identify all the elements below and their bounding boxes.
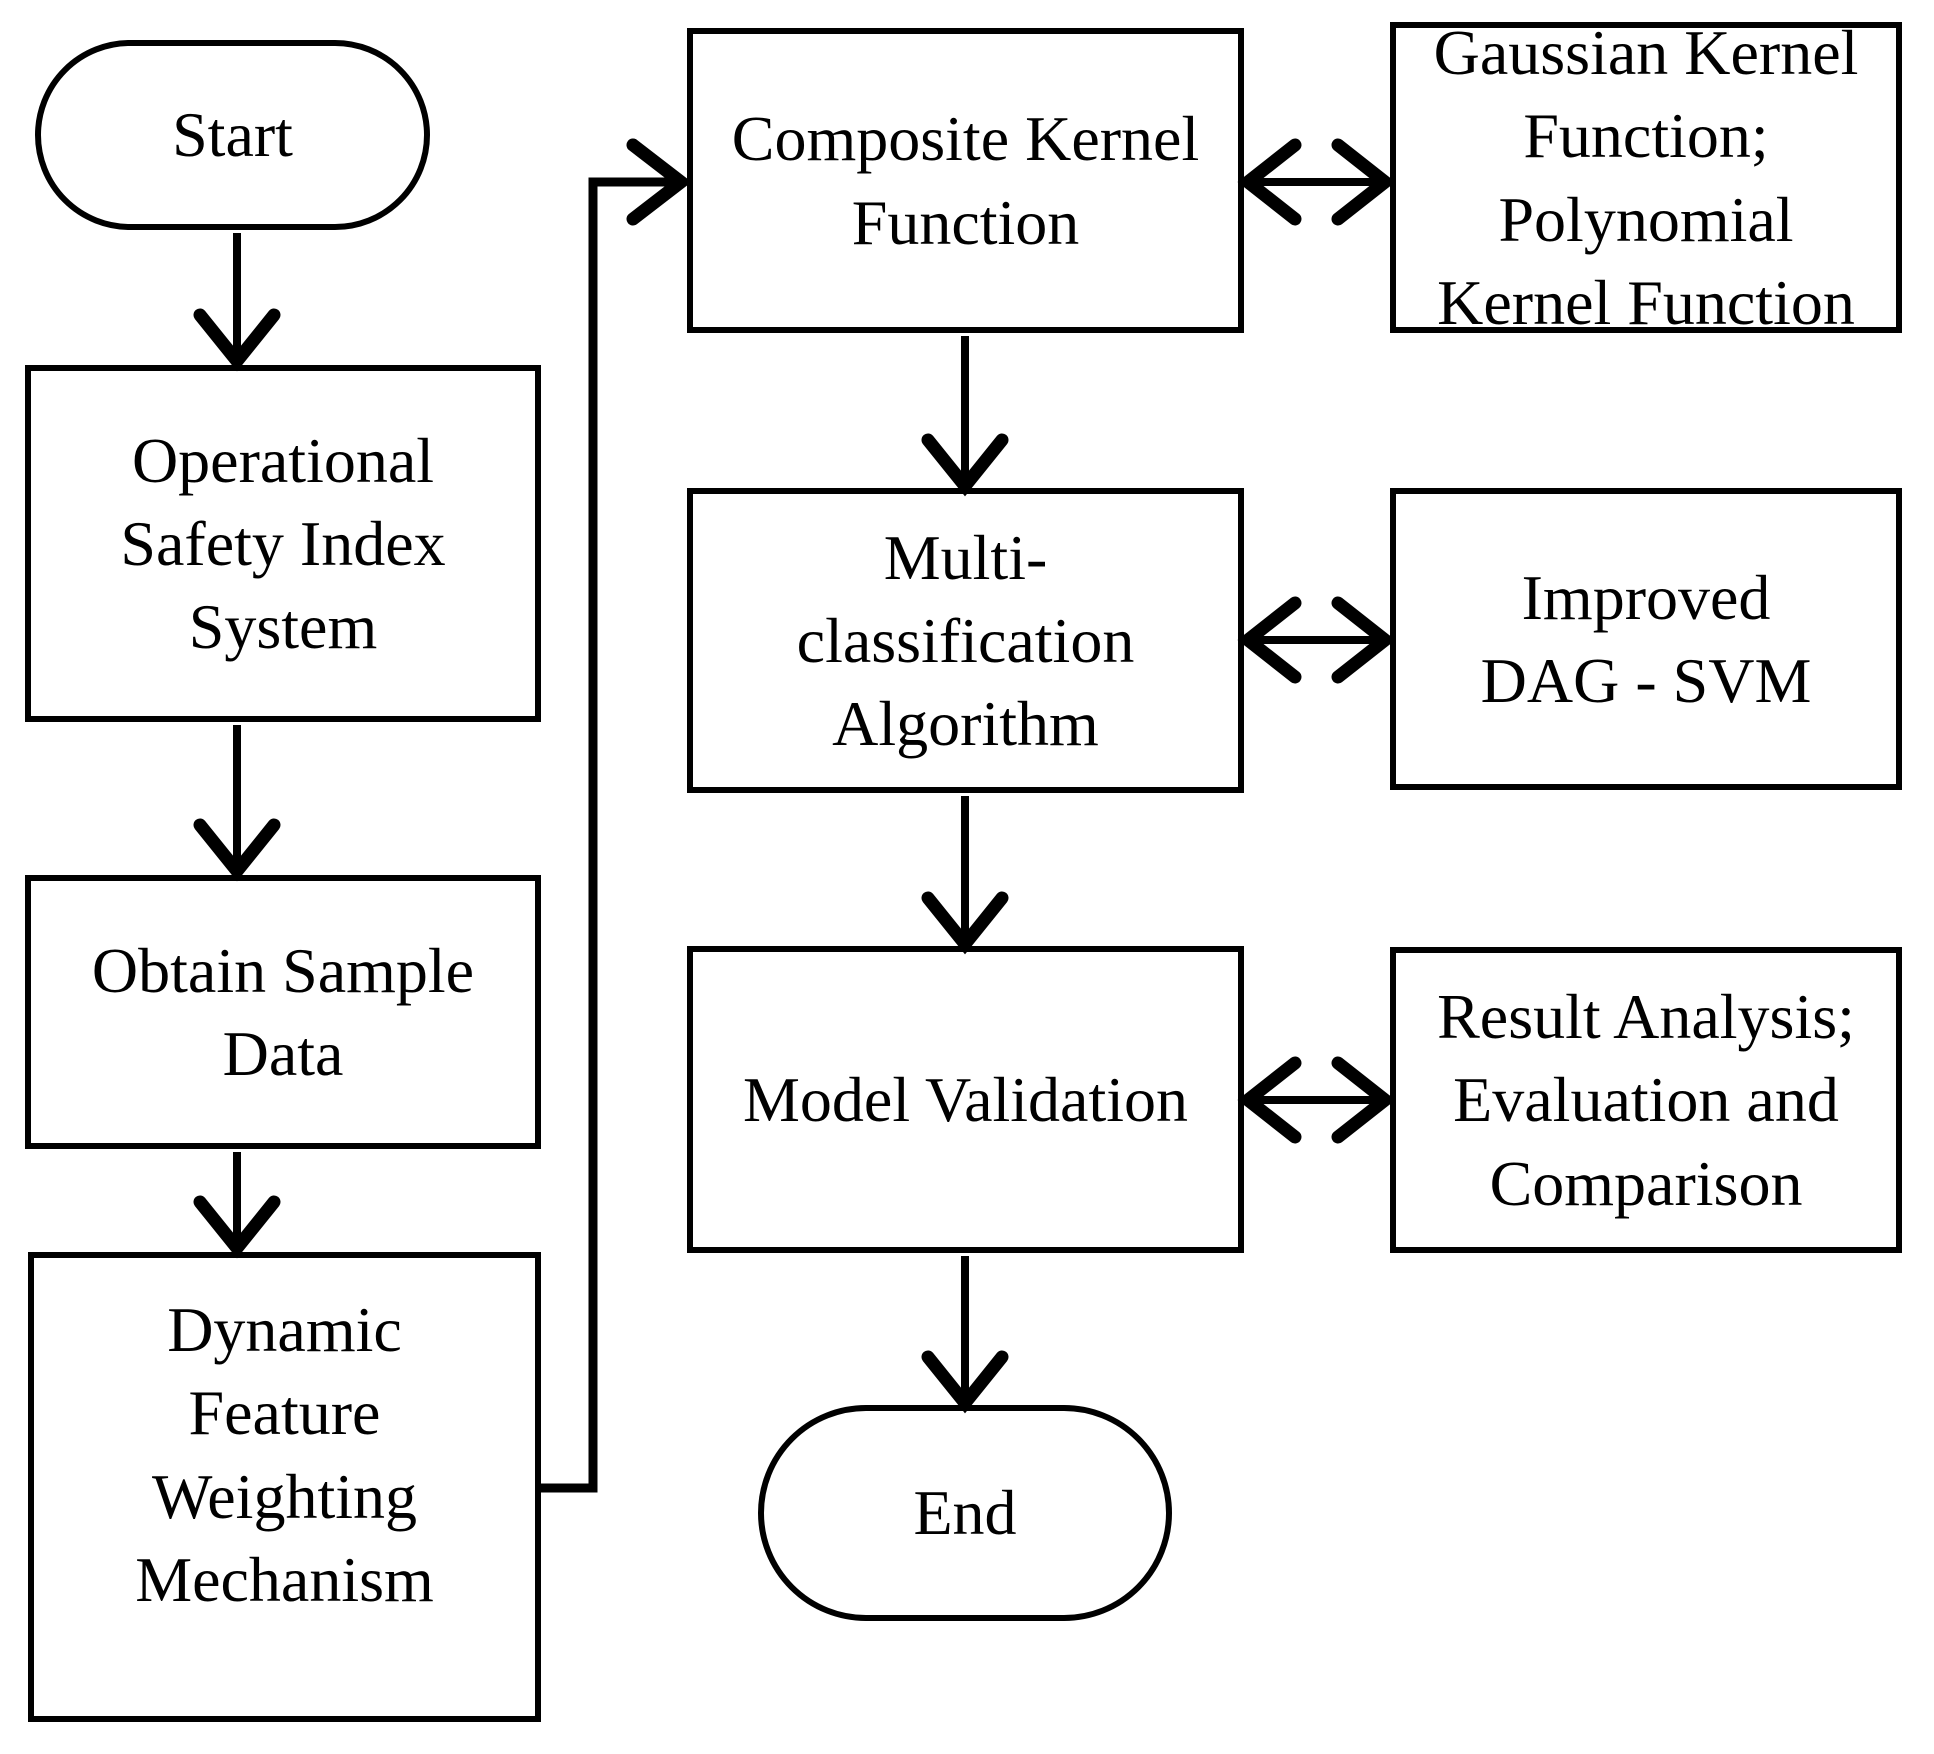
node-result-analysis-evaluation-comparison: Result Analysis; Evaluation and Comparis… <box>1390 947 1902 1253</box>
arrow-start-to-operational <box>193 233 281 372</box>
elbow-arrow-dynamic-feature-to-composite-kernel <box>540 138 692 1493</box>
node-gaussian-polynomial-kernel-function: Gaussian Kernel Function; Polynomial Ker… <box>1390 17 1902 338</box>
node-improved-dag-svm: Improved DAG - SVM <box>1390 488 1902 790</box>
node-operational-safety-index-system: Operational Safety Index System <box>25 365 541 722</box>
node-composite-kernel-function: Composite Kernel Function <box>687 28 1244 333</box>
arrow-obtain-sample-data-to-dynamic-feature <box>193 1152 281 1259</box>
node-model-validation: Model Validation <box>687 946 1244 1253</box>
arrow-composite-kernel-to-multi-classification <box>921 336 1009 497</box>
node-end: End <box>758 1405 1172 1621</box>
arrow-model-validation-to-end <box>921 1256 1009 1414</box>
node-obtain-sample-data: Obtain Sample Data <box>25 875 541 1149</box>
arrow-multi-classification-to-model-validation <box>921 796 1009 955</box>
node-start: Start <box>35 40 430 230</box>
double-arrow-multi-classification-dag-svm <box>1237 596 1396 684</box>
double-arrow-composite-kernel-gaussian-kernel <box>1237 138 1396 226</box>
node-dynamic-feature-weighting-mechanism: Dynamic Feature Weighting Mechanism <box>28 1252 541 1722</box>
double-arrow-model-validation-result-analysis <box>1237 1056 1396 1144</box>
node-multi-classification-algorithm: Multi- classification Algorithm <box>687 488 1244 793</box>
arrow-operational-to-obtain-sample-data <box>193 725 281 882</box>
